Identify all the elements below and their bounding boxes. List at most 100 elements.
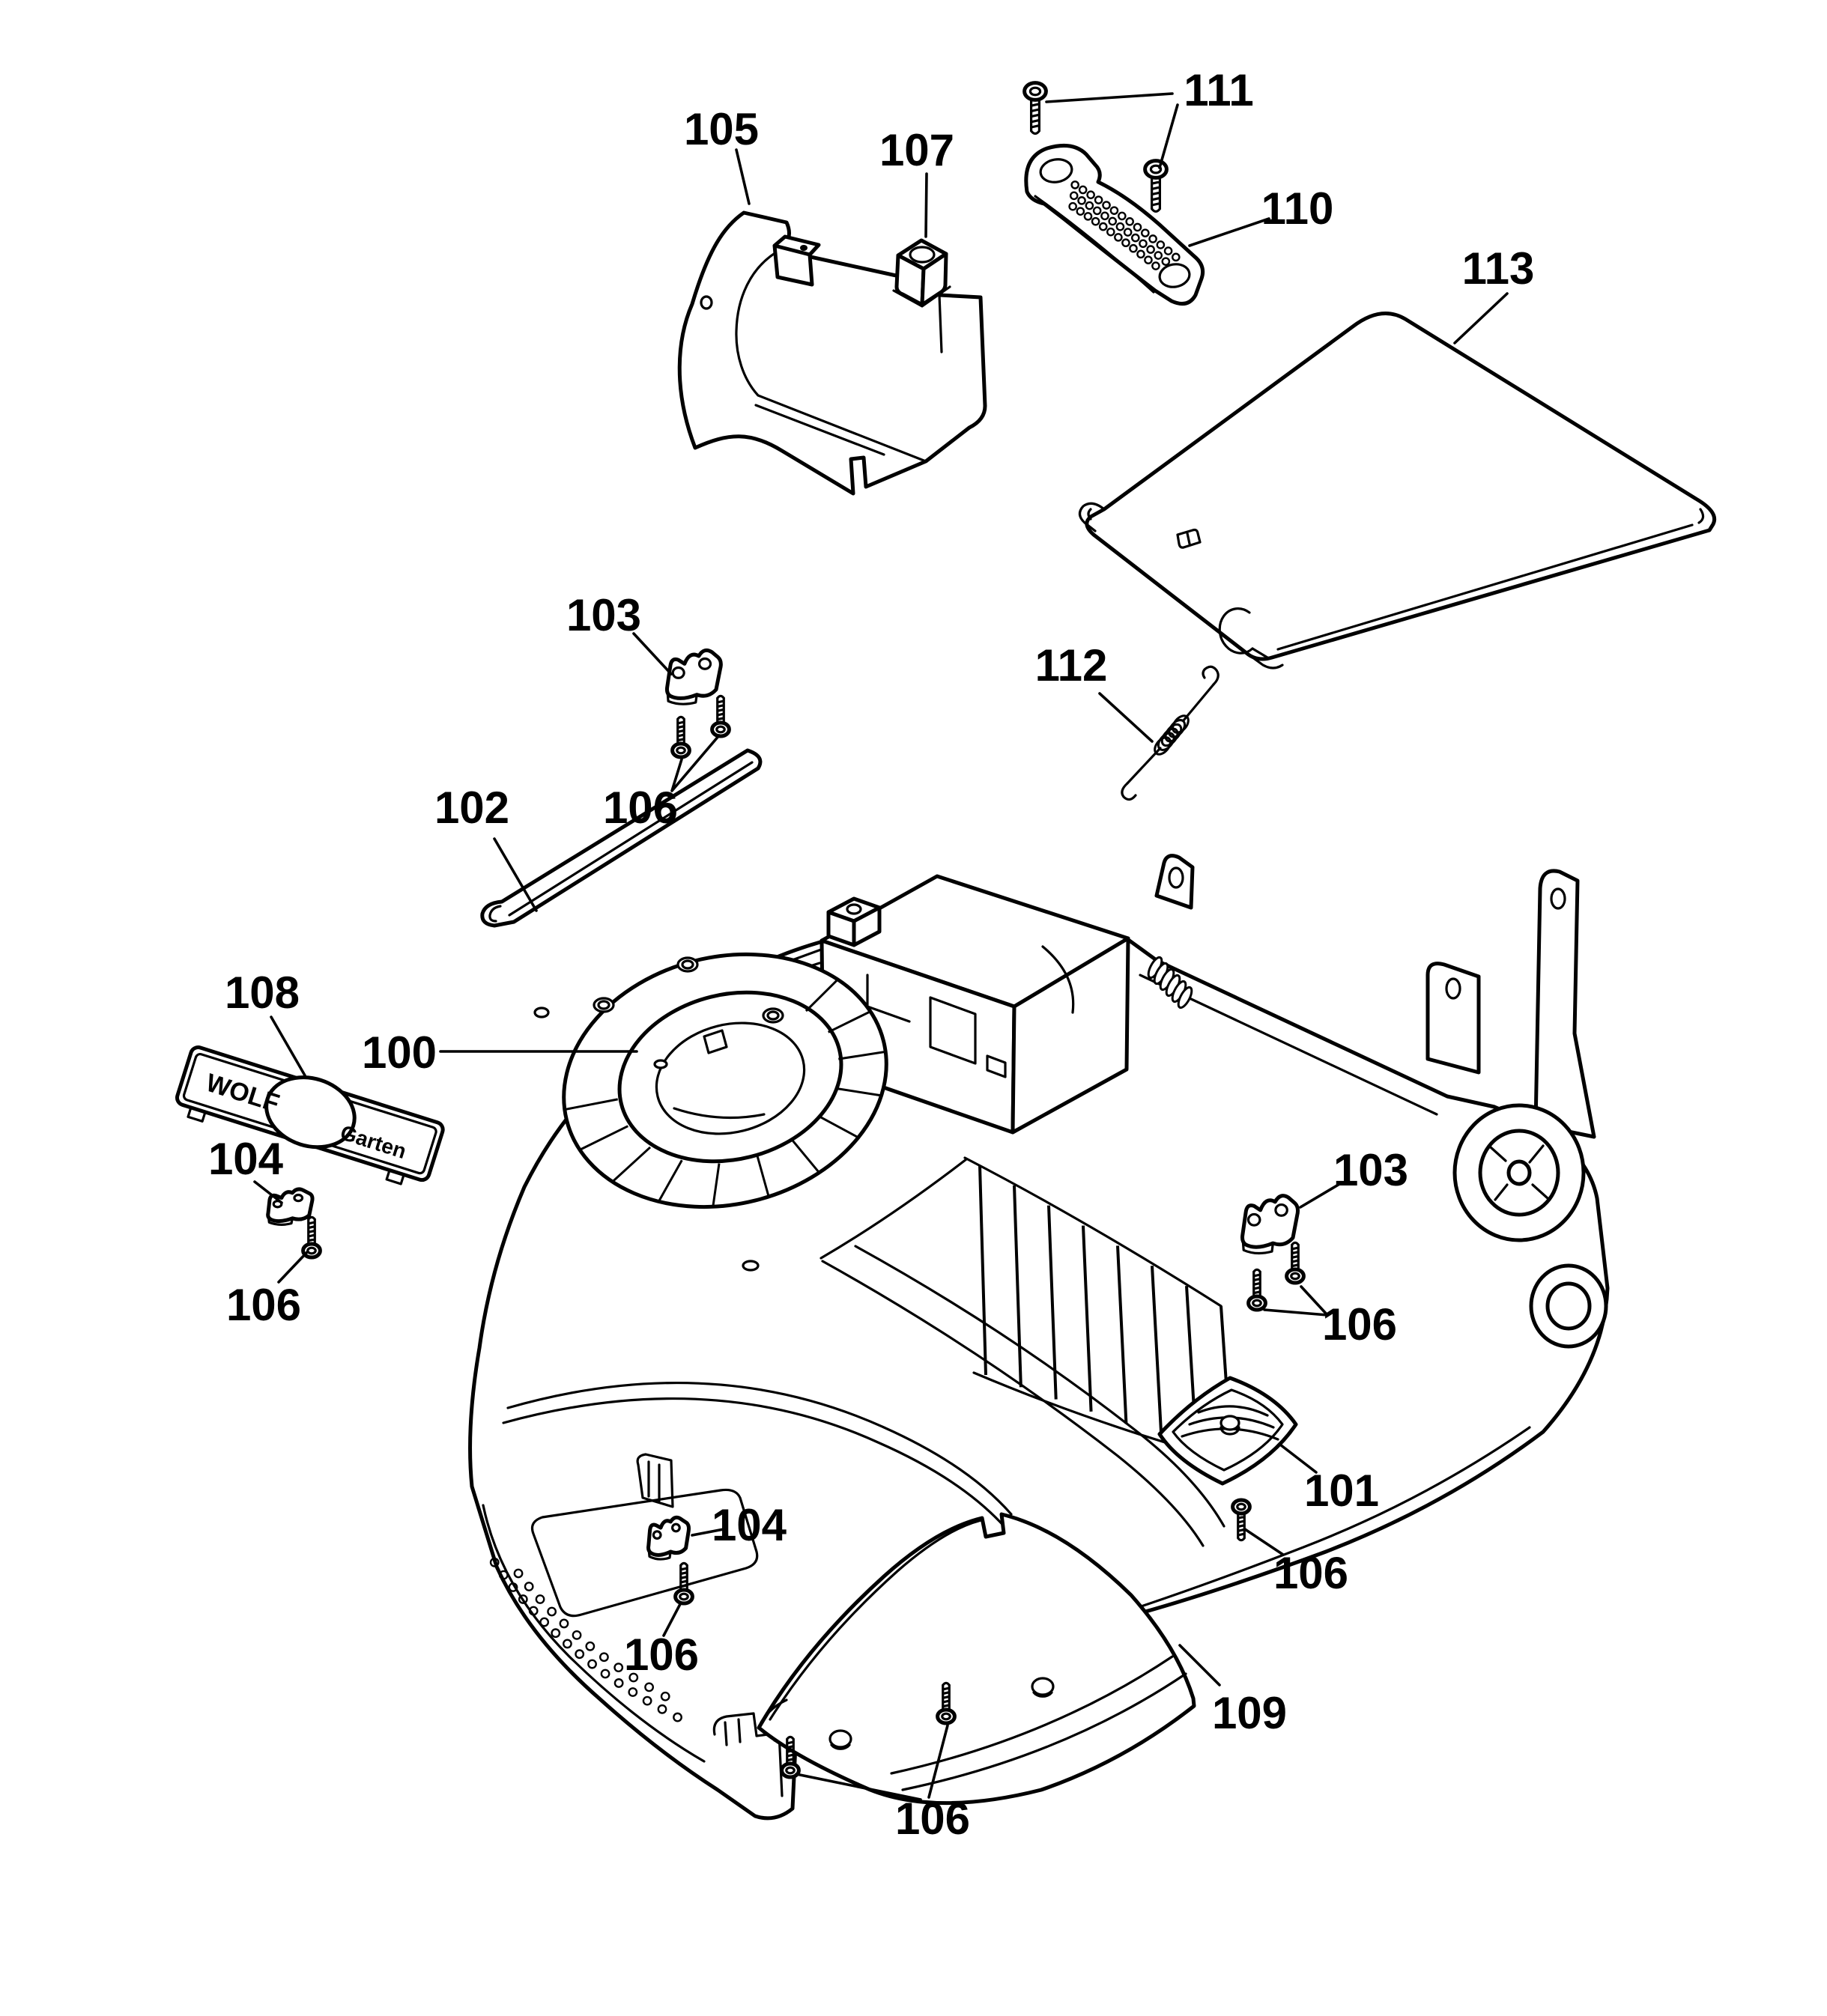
deck-housing-100 xyxy=(468,854,1610,1821)
deck-dot xyxy=(587,1659,597,1669)
handle-dot xyxy=(1171,252,1181,262)
fan-fin xyxy=(828,1010,871,1033)
fan-fin xyxy=(838,1050,886,1060)
fan-fin xyxy=(579,1125,628,1151)
deck-motor-mount-box xyxy=(819,874,1130,1135)
handle-dot xyxy=(1123,228,1133,237)
deck-dot xyxy=(528,1606,539,1616)
leader-106-upper xyxy=(670,734,721,792)
callout-105: 105 xyxy=(684,104,759,154)
vent-slat xyxy=(1047,1205,1058,1400)
screw-111-a xyxy=(1025,83,1046,134)
handle-dot xyxy=(1109,206,1119,215)
cable-clamp-104-left xyxy=(266,1188,314,1227)
fan-fin xyxy=(712,1163,721,1207)
deck-dot xyxy=(642,1695,652,1706)
deck-dot xyxy=(508,1582,518,1592)
deck-dot xyxy=(575,1649,585,1660)
fan-fin xyxy=(819,1115,859,1139)
handle-dot xyxy=(1115,222,1125,231)
spring-coil-loop xyxy=(1154,736,1172,756)
handle-dot xyxy=(1078,185,1088,195)
handle-dot xyxy=(1136,249,1145,259)
handle-dot xyxy=(1094,195,1103,204)
handle-dot xyxy=(1121,238,1130,248)
handle-dot xyxy=(1070,180,1079,189)
leader-108 xyxy=(270,1015,306,1077)
callout-108: 108 xyxy=(225,968,300,1018)
leader-lines xyxy=(253,92,1509,1801)
callout-101: 101 xyxy=(1304,1466,1379,1516)
leader-112 xyxy=(1098,692,1154,743)
callout-100: 100 xyxy=(362,1027,437,1078)
callout-107: 107 xyxy=(879,125,954,175)
callout-labels: 105 107 111 110 113 103 106 102 112 108 … xyxy=(208,65,1534,1844)
leader-110 xyxy=(1188,217,1270,247)
deck-screw-bosses xyxy=(533,956,784,1272)
fan-fin xyxy=(611,1146,652,1183)
callout-106-left: 106 xyxy=(226,1280,301,1330)
leader-106-left xyxy=(277,1251,309,1284)
handle-dot xyxy=(1077,196,1086,205)
deck-dot xyxy=(613,1663,624,1673)
deck-dot xyxy=(547,1606,557,1617)
callout-106-upper: 106 xyxy=(603,783,678,833)
deck-dot xyxy=(585,1641,596,1651)
brand-badge-108: WOLF Garten xyxy=(175,1045,445,1185)
callout-102: 102 xyxy=(434,783,509,833)
deck-dot xyxy=(628,1672,639,1683)
leader-101 xyxy=(1279,1443,1318,1474)
handle-dot xyxy=(1118,211,1127,221)
deck-dot xyxy=(489,1557,500,1567)
deck-dot xyxy=(562,1639,572,1649)
deck-dot xyxy=(539,1617,550,1627)
callout-104-front: 104 xyxy=(712,1500,787,1550)
cable-clamp-104-front xyxy=(649,1517,689,1559)
leader-103-upper xyxy=(632,632,673,675)
handle-dot xyxy=(1129,243,1138,253)
handle-dot xyxy=(1141,228,1150,237)
handle-dot xyxy=(1125,217,1134,226)
leader-106-bumper xyxy=(795,1724,949,1801)
deck-dot xyxy=(599,1652,609,1663)
handle-dot xyxy=(1156,240,1166,249)
hinge-coil-loop xyxy=(1177,986,1193,1009)
fan-fin xyxy=(805,978,839,1012)
handle-dot xyxy=(1091,216,1100,226)
front-bumper-109 xyxy=(757,1512,1196,1806)
nut-block-107 xyxy=(892,238,951,308)
handle-dot xyxy=(1114,233,1123,242)
vent-grille-101 xyxy=(1157,1376,1298,1486)
deck-dot xyxy=(518,1594,528,1604)
leader-107 xyxy=(924,172,928,238)
screw-106-left xyxy=(303,1217,321,1257)
handle-dot xyxy=(1100,211,1109,221)
deck-fan-fins xyxy=(564,978,886,1207)
callout-112: 112 xyxy=(1035,640,1108,690)
handle-dot xyxy=(1148,234,1157,243)
fan-fin xyxy=(564,1098,618,1111)
callout-111: 111 xyxy=(1184,65,1254,115)
vent-slat xyxy=(1151,1266,1163,1436)
deck-dot xyxy=(673,1712,682,1722)
deck-discharge-channel xyxy=(821,1245,1225,1547)
handle-dot xyxy=(1133,222,1142,232)
handle-dot xyxy=(1069,191,1079,201)
vent-slat xyxy=(1013,1185,1022,1388)
deck-dot xyxy=(644,1682,654,1692)
handle-dot xyxy=(1086,190,1095,199)
deck-dot xyxy=(572,1630,582,1640)
deck-front-opening xyxy=(530,1488,759,1618)
handle-dot xyxy=(1068,201,1077,211)
deck-dot xyxy=(600,1669,610,1679)
leader-103-right xyxy=(1299,1182,1342,1209)
handle-dot xyxy=(1076,207,1085,216)
leader-113 xyxy=(1453,292,1509,344)
vent-slat xyxy=(1082,1225,1093,1412)
deck-dot xyxy=(559,1618,569,1629)
callout-106-front: 106 xyxy=(624,1630,699,1680)
deck-dot xyxy=(498,1570,509,1580)
callout-103-upper: 103 xyxy=(566,590,641,640)
handle-dot xyxy=(1151,261,1160,270)
